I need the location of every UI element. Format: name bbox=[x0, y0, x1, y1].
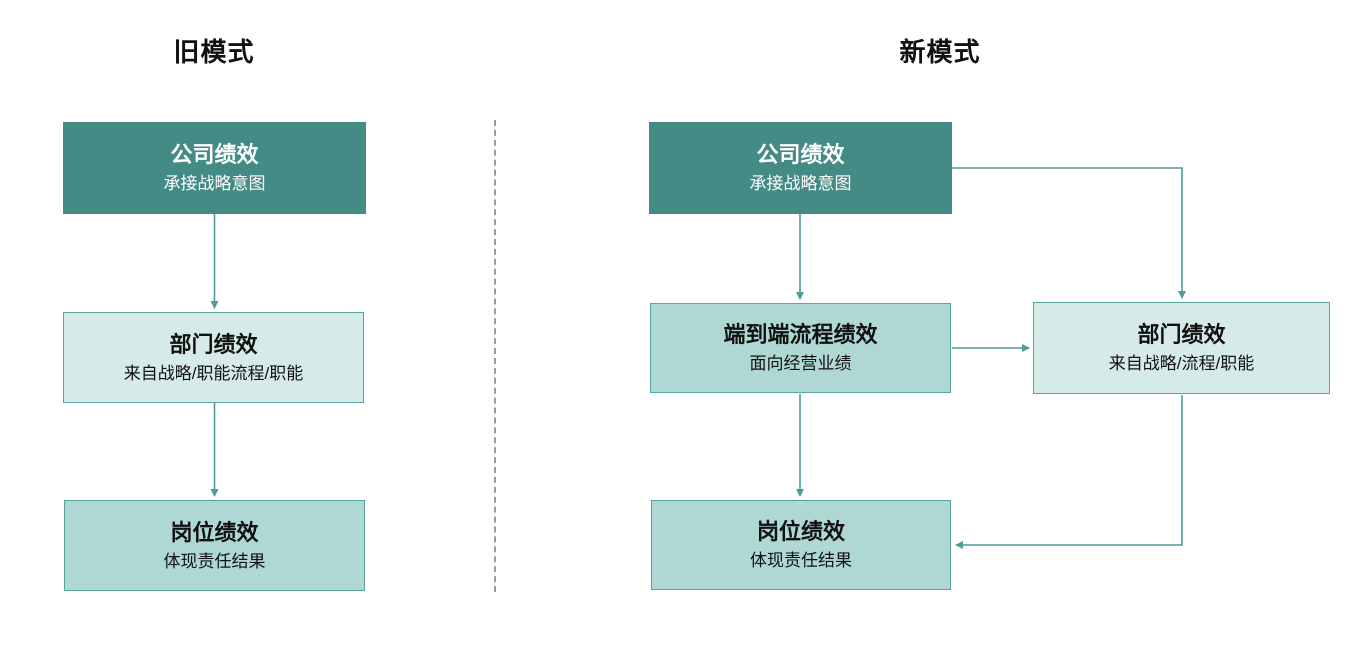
node-subtitle: 承接战略意图 bbox=[749, 174, 852, 194]
arrow-new-department-to-position bbox=[955, 395, 1183, 549]
node-subtitle: 来自战略/职能流程/职能 bbox=[123, 363, 304, 383]
new-department-performance-box: 部门绩效 来自战略/流程/职能 bbox=[1033, 302, 1330, 394]
node-subtitle: 来自战略/流程/职能 bbox=[1108, 354, 1255, 374]
old-position-performance-box: 岗位绩效 体现责任结果 bbox=[64, 500, 365, 591]
node-title: 公司绩效 bbox=[170, 142, 259, 168]
old-model-title: 旧模式 bbox=[173, 37, 255, 67]
new-process-performance-box: 端到端流程绩效 面向经营业绩 bbox=[650, 303, 951, 393]
new-position-performance-box: 岗位绩效 体现责任结果 bbox=[651, 500, 951, 590]
arrow-new-company-to-department bbox=[952, 167, 1186, 299]
node-title: 部门绩效 bbox=[169, 331, 258, 357]
node-subtitle: 体现责任结果 bbox=[750, 551, 852, 571]
node-subtitle: 面向经营业绩 bbox=[749, 354, 852, 374]
node-title: 公司绩效 bbox=[756, 142, 845, 168]
divider-dashed-line bbox=[494, 120, 496, 592]
old-department-performance-box: 部门绩效 来自战略/职能流程/职能 bbox=[63, 312, 364, 403]
new-model-title: 新模式 bbox=[899, 37, 981, 67]
old-company-performance-box: 公司绩效 承接战略意图 bbox=[63, 122, 366, 214]
node-title: 端到端流程绩效 bbox=[723, 322, 878, 348]
node-title: 岗位绩效 bbox=[170, 519, 259, 545]
new-company-performance-box: 公司绩效 承接战略意图 bbox=[649, 122, 952, 214]
node-title: 部门绩效 bbox=[1137, 322, 1226, 348]
node-subtitle: 承接战略意图 bbox=[163, 174, 266, 194]
node-subtitle: 体现责任结果 bbox=[163, 551, 266, 571]
node-title: 岗位绩效 bbox=[756, 519, 845, 545]
